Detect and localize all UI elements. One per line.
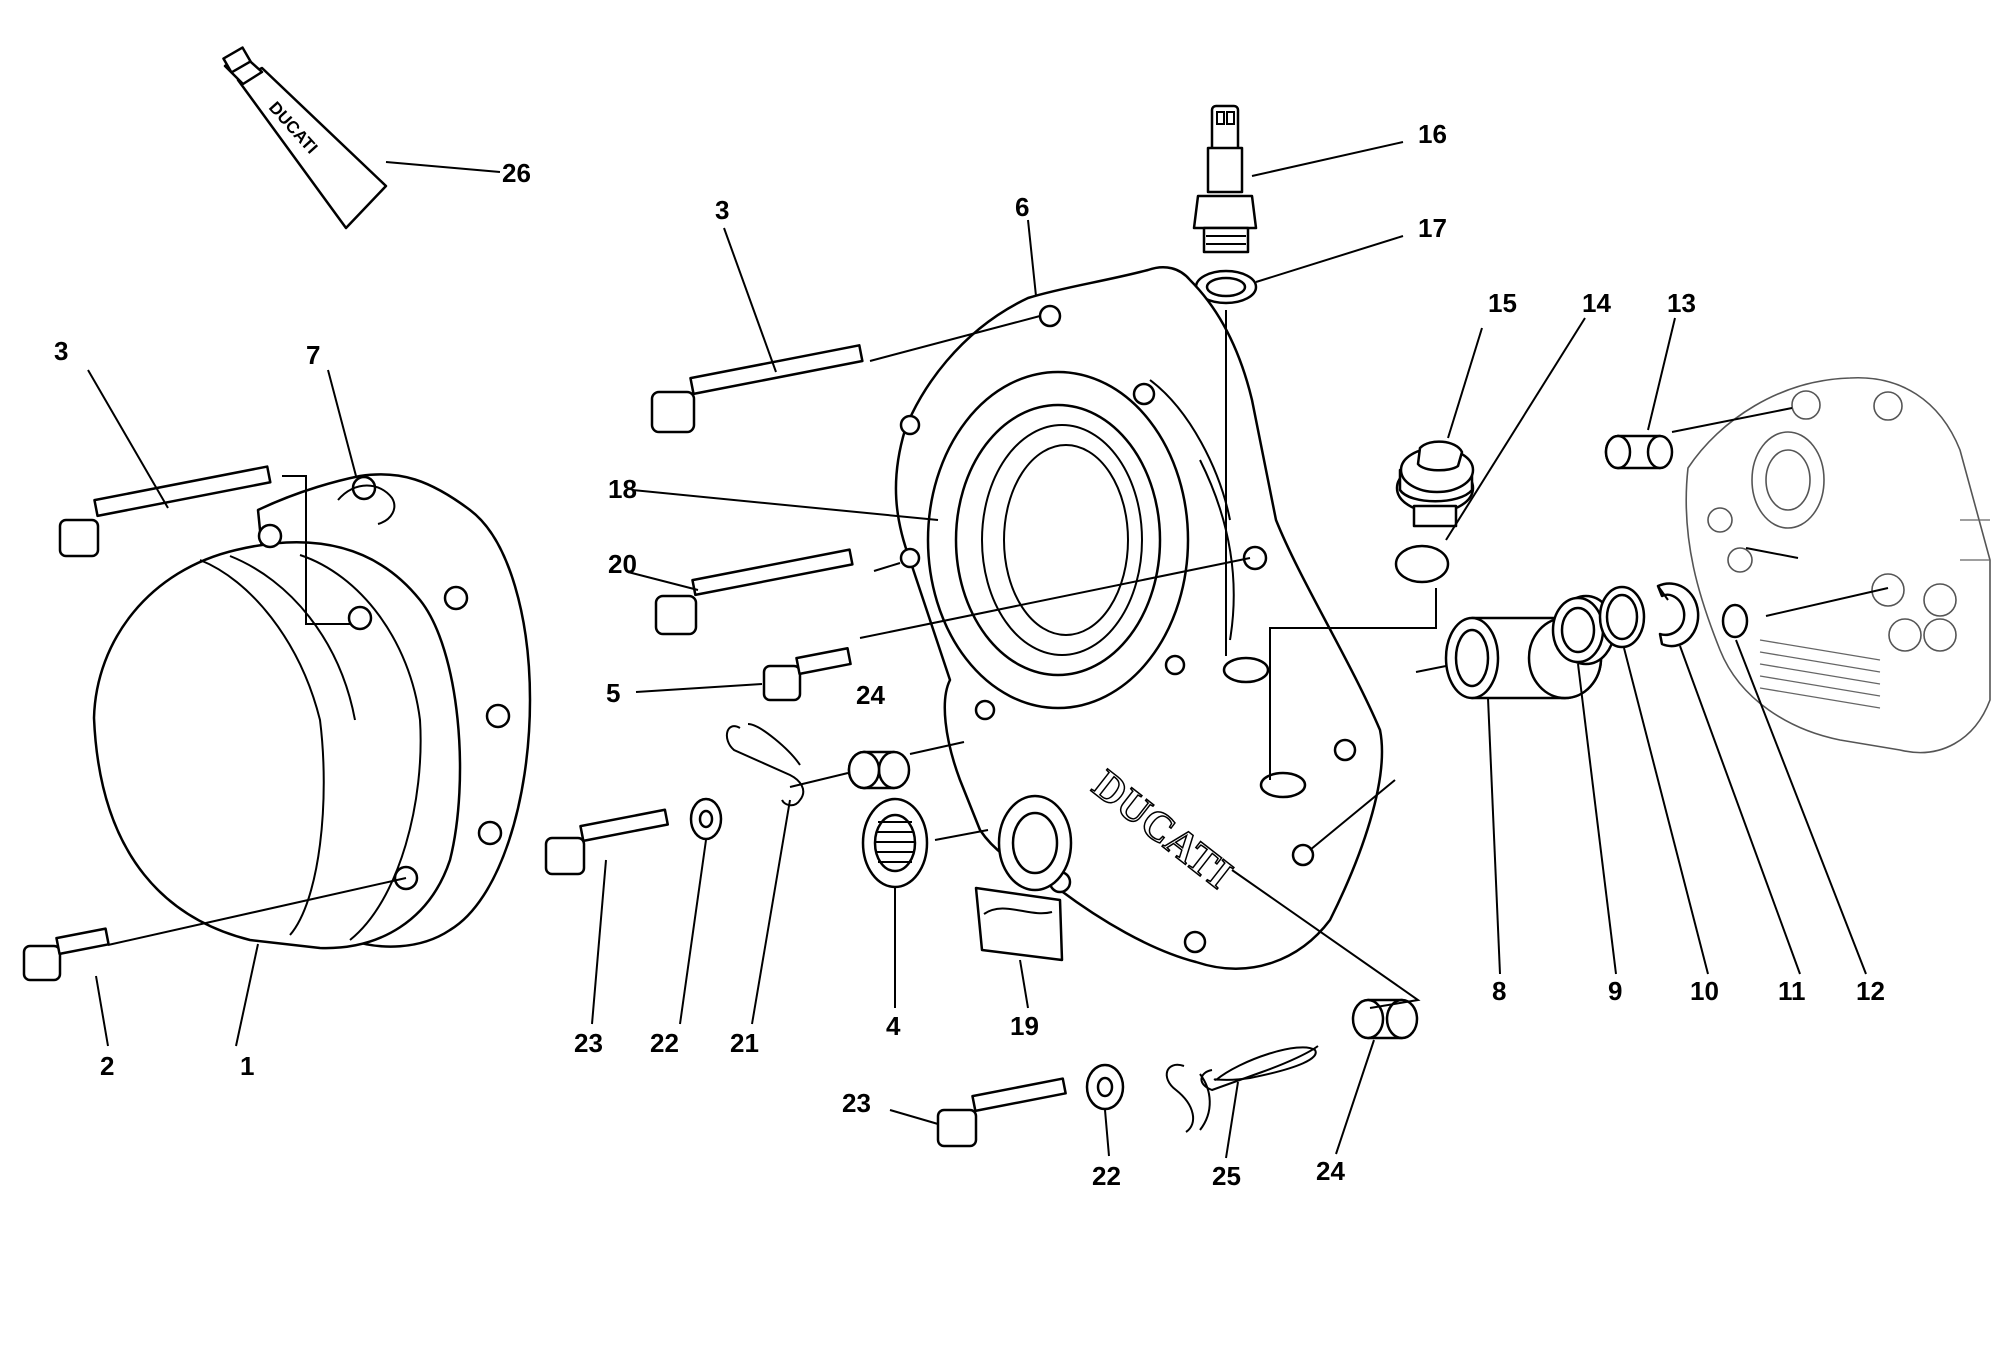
callout-10: 10 — [1690, 976, 1719, 1006]
callout-24-upper: 24 — [856, 680, 885, 710]
clip-25 — [1165, 1045, 1319, 1133]
callout-17: 17 — [1418, 213, 1447, 243]
outer-clutch-cover — [92, 523, 462, 950]
bolt-long-top — [650, 344, 864, 434]
callout-4: 4 — [886, 1011, 901, 1041]
callout-23-lower: 23 — [842, 1088, 871, 1118]
bolt-23-lower — [936, 1077, 1067, 1148]
bolt-long-left — [58, 465, 272, 558]
callout-20: 20 — [608, 549, 637, 579]
callout-21: 21 — [730, 1028, 759, 1058]
callout-14: 14 — [1582, 288, 1611, 318]
callout-3-left: 3 — [54, 336, 68, 366]
oil-filler-plug-15 — [1395, 440, 1475, 528]
callout-23-upper: 23 — [574, 1028, 603, 1058]
gasket-piece-19 — [974, 886, 1064, 962]
callout-19: 19 — [1010, 1011, 1039, 1041]
oil-seal-4 — [861, 797, 929, 889]
callout-26: 26 — [502, 158, 531, 188]
crankcase-outline — [1685, 377, 1991, 754]
callout-5: 5 — [606, 678, 620, 708]
washer-22-upper — [689, 797, 723, 841]
callout-12: 12 — [1856, 976, 1885, 1006]
clutch-cover-housing: DUCATI — [894, 266, 1384, 970]
callout-15: 15 — [1488, 288, 1517, 318]
o-ring-12 — [1721, 603, 1749, 639]
callout-2: 2 — [100, 1051, 114, 1081]
bolt-medium-20 — [654, 548, 854, 636]
callout-labels: 26 16 17 3 6 3 7 15 14 13 18 20 5 24 8 9… — [54, 119, 1885, 1191]
sealant-tube: DUCATI — [222, 46, 388, 230]
clip-21 — [725, 723, 805, 807]
bolt-23-upper — [544, 808, 670, 876]
callout-9: 9 — [1608, 976, 1622, 1006]
callout-16: 16 — [1418, 119, 1447, 149]
callout-18: 18 — [608, 474, 637, 504]
callout-25: 25 — [1212, 1161, 1241, 1191]
leader-lines — [87, 141, 1889, 1159]
callout-22-lower: 22 — [1092, 1161, 1121, 1191]
callout-7: 7 — [306, 340, 320, 370]
bolt-short-2 — [22, 927, 110, 982]
circlip-11 — [1656, 582, 1700, 648]
callout-1: 1 — [240, 1051, 254, 1081]
callout-11: 11 — [1778, 976, 1806, 1006]
callout-3-top: 3 — [715, 195, 729, 225]
sealing-washer — [1194, 269, 1258, 305]
washer-22-lower — [1085, 1063, 1125, 1111]
ring-10 — [1598, 585, 1646, 649]
callout-13: 13 — [1667, 288, 1696, 318]
o-ring-14 — [1394, 544, 1450, 584]
bolt-short-5 — [762, 646, 852, 702]
callout-24-lower: 24 — [1316, 1156, 1345, 1186]
bushing-24-upper — [847, 750, 911, 790]
callout-8: 8 — [1492, 976, 1506, 1006]
dowel-13 — [1604, 434, 1674, 470]
callout-6: 6 — [1015, 192, 1029, 222]
temperature-sensor — [1192, 104, 1258, 254]
callout-22-upper: 22 — [650, 1028, 679, 1058]
